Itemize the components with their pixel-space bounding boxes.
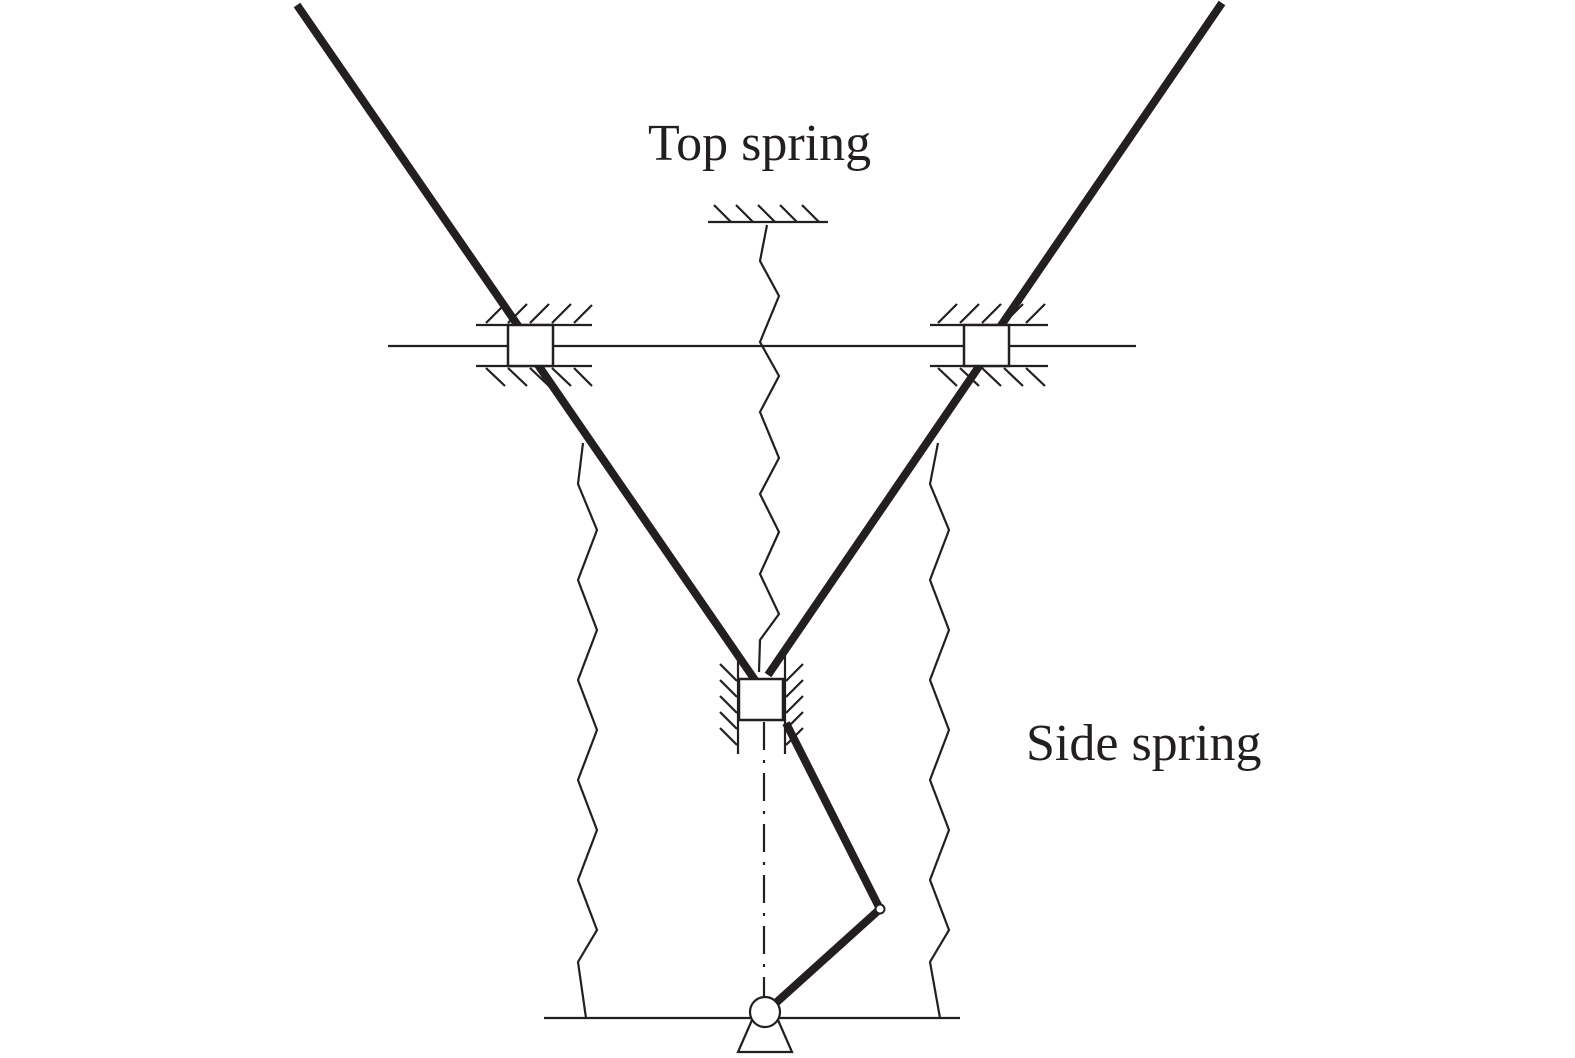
- right-slider-guide: [930, 303, 1048, 387]
- crank-joint: [874, 903, 886, 915]
- top-spring-ground-support: [708, 204, 828, 224]
- crank-arm: [765, 906, 883, 1013]
- left-lower-link: [532, 359, 761, 686]
- left-upper-arm: [293, 2, 536, 349]
- right-side-spring: [928, 442, 951, 1019]
- right-lower-link: [764, 359, 986, 678]
- right-slider-block: [962, 323, 1011, 368]
- pivot-support: [736, 995, 794, 1054]
- right-upper-arm: [983, 0, 1226, 349]
- top-spring-label: Top spring: [648, 115, 871, 172]
- left-slider-block: [506, 323, 555, 368]
- side-spring-label: Side spring: [1026, 715, 1261, 772]
- left-side-spring: [576, 442, 599, 1019]
- center-slider-block: [737, 677, 785, 722]
- top-spring: [757, 224, 781, 673]
- connecting-rod: [782, 721, 884, 911]
